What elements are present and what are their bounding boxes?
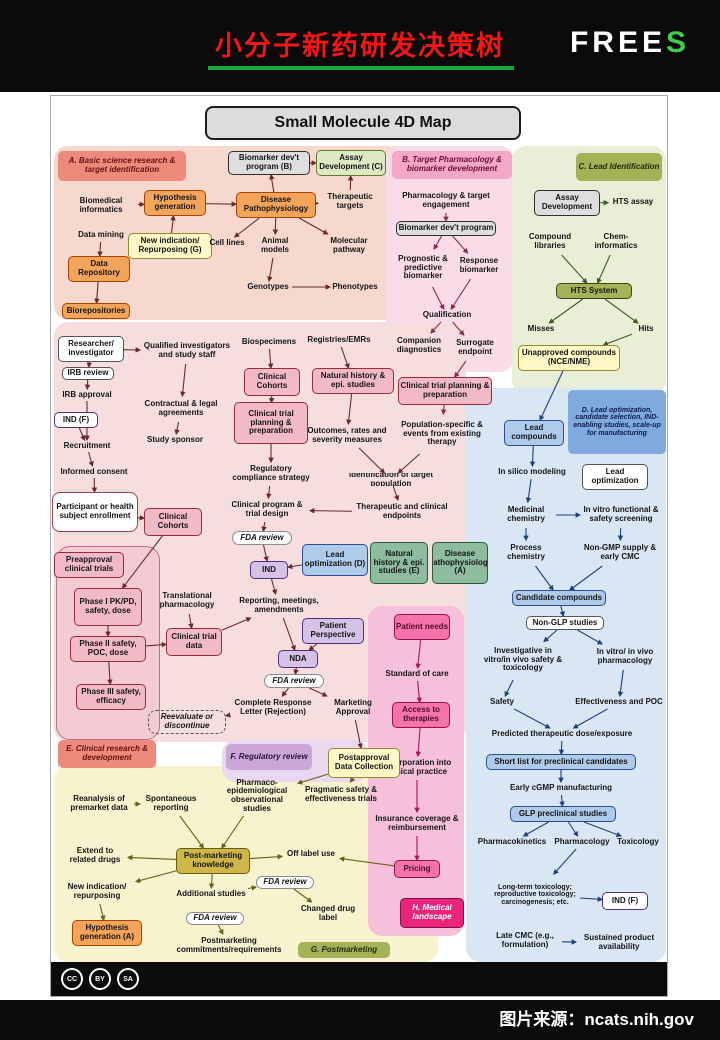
map-title: Small Molecule 4D Map [205, 106, 521, 140]
image-source-text: 图片来源：ncats.nih.gov [499, 1010, 694, 1029]
sa-icon: SA [117, 968, 139, 990]
diagram-frame [50, 95, 668, 997]
frees-logo: FREES [570, 26, 690, 60]
footer-bar: 图片来源：ncats.nih.gov [0, 1000, 720, 1040]
license-bar: CC BY SA [51, 962, 667, 996]
page-title: 小分子新药研发决策树 [215, 31, 505, 61]
frees-logo-white: FREE [569, 26, 666, 59]
title-underline [208, 66, 514, 70]
frees-logo-green: S [665, 26, 690, 59]
header-bar: 小分子新药研发决策树 FREES [0, 0, 720, 92]
cc-icon: CC [61, 968, 83, 990]
by-icon: BY [89, 968, 111, 990]
